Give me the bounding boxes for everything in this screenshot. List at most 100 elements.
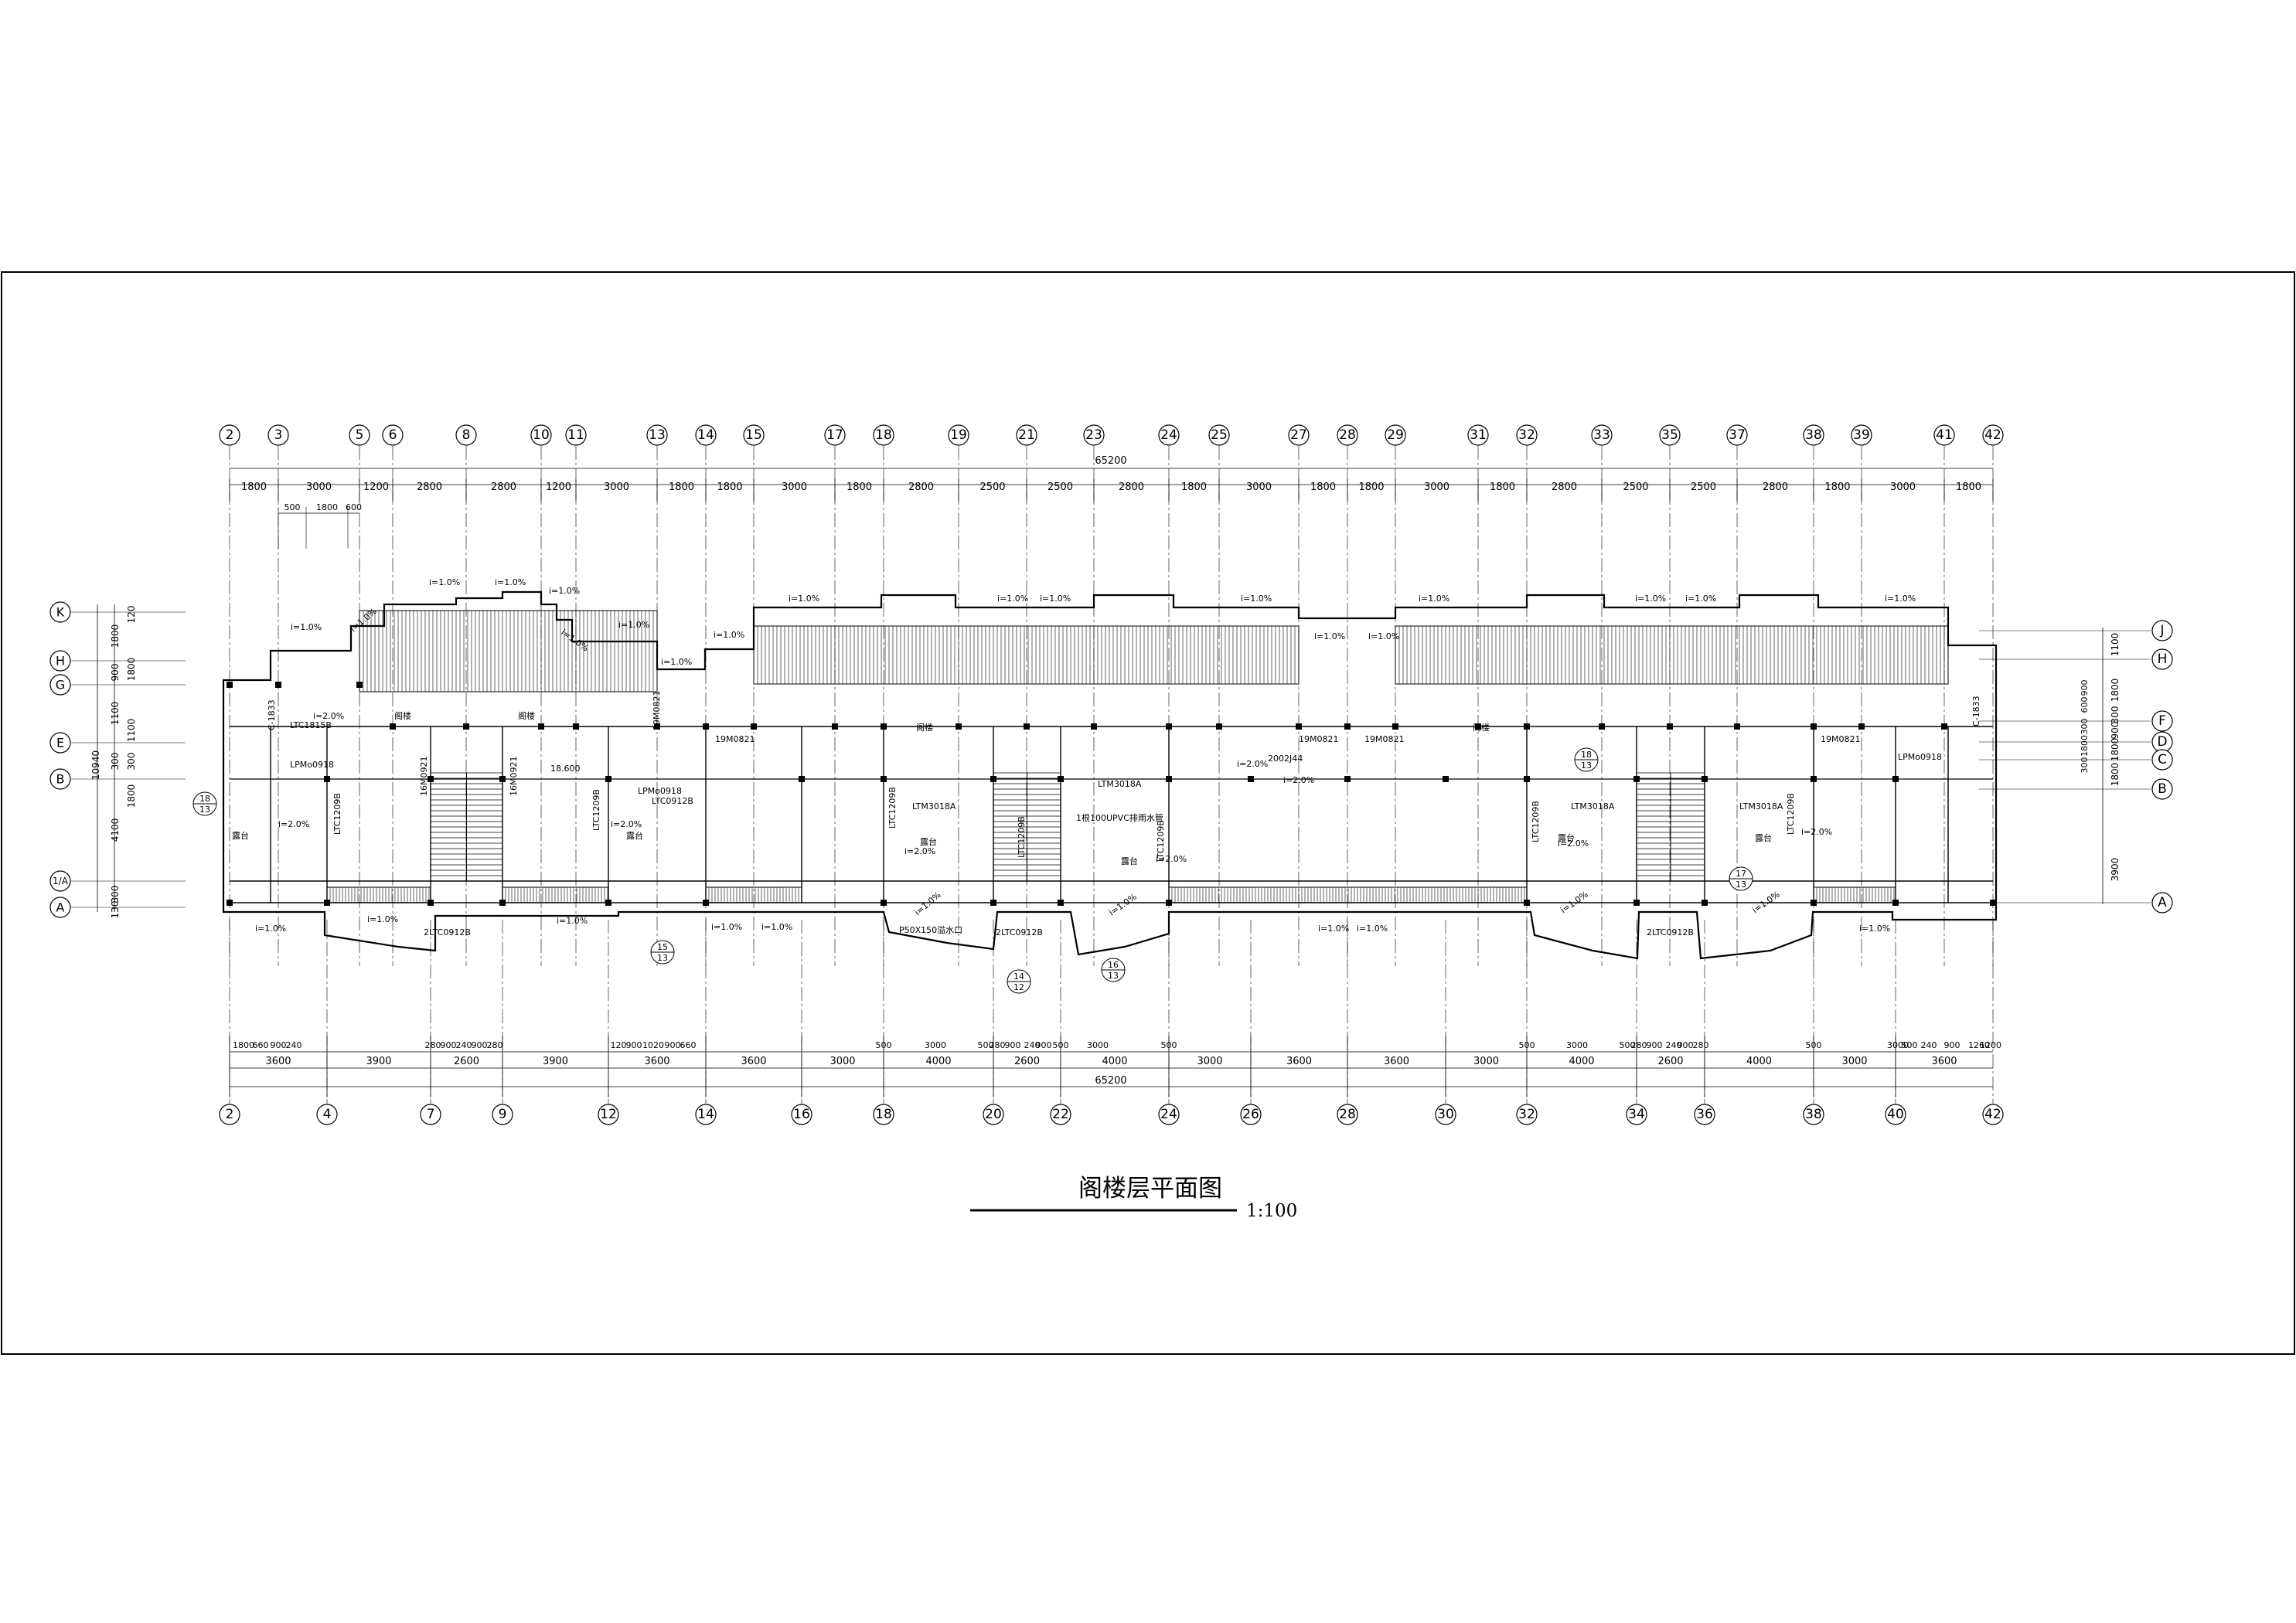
callout-sheet: 13: [1108, 971, 1119, 981]
room-label: 露台: [1558, 832, 1575, 843]
element-label: LTC1209B: [1531, 801, 1541, 842]
roof-band: [502, 886, 609, 903]
axis-bubble: [49, 674, 71, 696]
dim-value: 1800: [110, 624, 121, 648]
axis-label: 34: [1628, 1107, 1645, 1122]
dim-value: 240: [1666, 1040, 1682, 1050]
dim-value: 3900: [543, 1056, 568, 1067]
dim-value: 900: [626, 1040, 642, 1050]
column: [1524, 723, 1530, 730]
dim-value: 280: [990, 1040, 1006, 1050]
axis-label: 28: [1339, 427, 1356, 443]
axis-gridlines: [71, 446, 2151, 1104]
element-label: C-1833: [1971, 696, 1981, 726]
dim-value: 3000: [1473, 1056, 1499, 1067]
slope-label: i=1.0%: [997, 594, 1028, 604]
dim-value: 900: [110, 664, 121, 682]
dim-value: 1200: [363, 481, 389, 493]
element-label: LTC1209B: [1786, 793, 1796, 835]
element-label: P50X150溢水口: [899, 924, 962, 935]
axis-bubble: [382, 424, 404, 446]
axis-bubble: [420, 1104, 441, 1125]
element-label: LTC1209B: [591, 789, 601, 831]
callout-number: 18: [199, 794, 210, 804]
dim-value: 1800: [847, 481, 872, 493]
dim-value: 120: [611, 1040, 627, 1050]
element-label: LTC1209B: [887, 787, 898, 829]
axis-bubble: [49, 897, 71, 918]
dim-total-bottom: 65200: [1095, 1075, 1126, 1087]
slope-label: i=1.0%: [1318, 924, 1349, 934]
building-perimeter: [222, 590, 1998, 960]
axis-label: 28: [1339, 1107, 1356, 1122]
dim-value: 300: [110, 753, 121, 771]
column: [1811, 723, 1817, 730]
axis-bubble: [1016, 424, 1037, 446]
axis-bubble: [316, 1104, 338, 1125]
axis-bubble: [455, 424, 477, 446]
axis-label: 38: [1805, 427, 1822, 443]
dim-value: 3900: [366, 1056, 391, 1067]
axis-bubble: [824, 424, 846, 446]
axis-bubble: [873, 424, 894, 446]
dim-value: 2600: [1657, 1056, 1683, 1067]
axis-bubble: [1933, 424, 1955, 446]
slope-label: i=1.0%: [495, 577, 526, 587]
column: [881, 776, 887, 782]
callout-number: 14: [1013, 971, 1024, 982]
axis-label: 3: [274, 427, 283, 443]
column: [1599, 723, 1605, 730]
axis-label: A: [2158, 895, 2167, 910]
dim-value: 2600: [1014, 1056, 1040, 1067]
column: [881, 900, 887, 906]
axis-bubble: [1982, 1104, 2004, 1125]
axis-label: 4: [323, 1107, 332, 1122]
dim-value: 4000: [1102, 1056, 1127, 1067]
column: [1091, 723, 1097, 730]
axis-bubble: [2151, 749, 2173, 771]
axis-bubble: [219, 424, 240, 446]
column: [499, 776, 506, 782]
column: [227, 682, 233, 688]
slope-label: i=1.0%: [367, 914, 398, 924]
axis-label: 32: [1518, 1107, 1535, 1122]
axis-label: 14: [697, 1107, 714, 1122]
dim-value: 2800: [908, 481, 934, 493]
dim-value: 1800: [2110, 738, 2121, 762]
axis-bubble: [49, 732, 71, 754]
slope-label: i=1.0%: [714, 630, 744, 640]
axis-label: 38: [1805, 1107, 1822, 1122]
slope-label-2: i=2.0%: [1237, 759, 1268, 769]
axis-label: 33: [1593, 427, 1610, 443]
axis-label: 8: [462, 427, 471, 443]
axis-label: 24: [1160, 427, 1177, 443]
dim-value: 3000: [782, 481, 807, 493]
slope-label-2: i=2.0%: [1156, 854, 1187, 864]
axis-bubble: [49, 650, 71, 672]
axis-bubble: [695, 424, 717, 446]
column: [1248, 776, 1254, 782]
dim-value: 900: [271, 1040, 287, 1050]
dim-value: 500: [978, 1040, 994, 1050]
dim-value: 900: [2110, 722, 2121, 740]
column: [538, 723, 544, 730]
callout-number: 16: [1108, 960, 1119, 970]
dim-value: 1800: [1181, 481, 1207, 493]
dim-value: 3000: [1890, 481, 1916, 493]
axis-label: 42: [1984, 1107, 2001, 1122]
axis-label: 2: [226, 427, 234, 443]
element-label: 19M0821: [1364, 734, 1404, 744]
axis-bubble: [1659, 424, 1681, 446]
axis-label: E: [56, 736, 64, 750]
axis-bubble: [2151, 648, 2173, 670]
axis-bubble: [1288, 424, 1310, 446]
axis-bubble: [1803, 424, 1824, 446]
axis-bubble: [873, 1104, 894, 1125]
column: [275, 682, 281, 688]
dim-detail: 500: [284, 502, 301, 512]
slope-label: i=1.0%: [1241, 594, 1272, 604]
element-label: 2LTC0912B: [1647, 927, 1694, 937]
